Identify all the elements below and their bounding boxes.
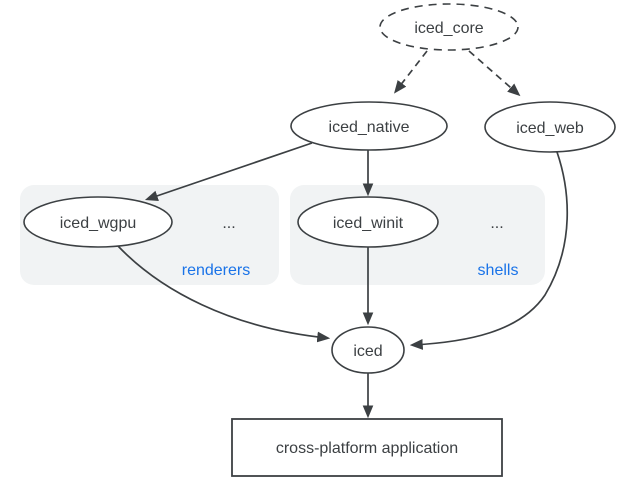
node-application-box [231, 418, 503, 477]
cluster-renderers-label: renderers [182, 262, 250, 279]
node-iced-native-ellipse [290, 101, 448, 151]
edge-iced-wgpu-to-iced [117, 245, 331, 343]
node-iced-wgpu-ellipse [23, 196, 173, 248]
node-iced-web-ellipse [484, 101, 616, 153]
node-iced-wgpu-label: iced_wgpu [60, 215, 137, 232]
node-iced-native: iced_native [290, 101, 448, 151]
node-iced-web-label: iced_web [516, 120, 584, 137]
node-iced-core: iced_core [379, 3, 519, 51]
edges [117, 50, 569, 419]
node-application: cross-platform application [231, 418, 503, 477]
node-application-label: cross-platform application [276, 440, 458, 457]
node-iced-winit-label: iced_winit [333, 215, 404, 232]
node-iced-winit-ellipse [297, 196, 439, 248]
node-iced-core-label: iced_core [414, 20, 483, 37]
node-iced: iced [331, 326, 405, 374]
node-iced-winit: iced_winit [297, 196, 439, 248]
edge-iced-core-to-iced-native [394, 50, 428, 94]
edge-iced-core-to-iced-web [468, 50, 521, 97]
cluster-shells-ellipsis: ... [490, 215, 503, 232]
node-iced-web: iced_web [484, 101, 616, 153]
cluster-renderers-ellipsis: ... [222, 215, 235, 232]
node-iced-core-ellipse [379, 3, 519, 51]
node-iced-ellipse [331, 326, 405, 374]
edge-iced-web-to-iced [409, 151, 569, 350]
node-iced-label: iced [353, 343, 382, 360]
cluster-shells-label: shells [478, 262, 519, 279]
node-iced-native-label: iced_native [329, 119, 410, 136]
node-iced-wgpu: iced_wgpu [23, 196, 173, 248]
edge-iced-native-to-iced-wgpu [144, 142, 313, 201]
